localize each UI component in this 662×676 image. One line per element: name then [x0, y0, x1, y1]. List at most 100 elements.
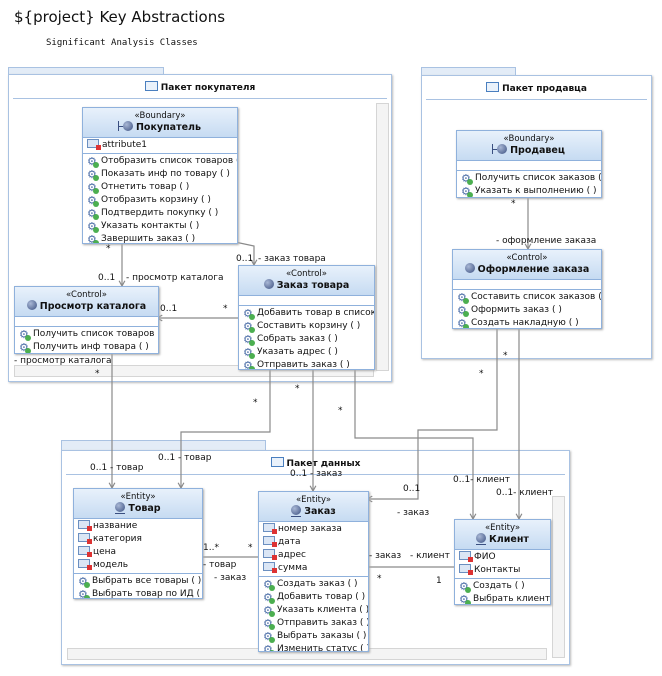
operation[interactable]: ⚙Подтвердить покупку ( ) [83, 207, 237, 220]
package-label: Пакет продавца [502, 84, 587, 94]
operation[interactable]: ⚙Отправить заказ ( ) [239, 359, 374, 370]
operation[interactable]: ⚙Оформить заказ ( ) [453, 304, 601, 317]
operation-label: Добавить товар ( ) [277, 592, 366, 602]
association-line[interactable] [180, 368, 271, 488]
connector-label: 0..1 - заказ [290, 469, 343, 479]
operation-gear-icon: ⚙ [243, 359, 255, 370]
operation-gear-icon: ⚙ [263, 591, 275, 604]
class-name-text: Заказ товара [276, 280, 350, 291]
operation-gear-icon: ⚙ [87, 155, 99, 168]
operation-label: Получить список заказов ( ) [475, 173, 602, 183]
operation-label: Завершить заказ ( ) [101, 234, 196, 244]
attribute[interactable]: дата [259, 536, 368, 549]
class-order-item-control[interactable]: «Control»Заказ товара⚙Добавить товар в с… [238, 265, 375, 370]
operation[interactable]: ⚙Создать накладную ( ) [453, 317, 601, 329]
attribute[interactable]: attribute1 [83, 139, 237, 152]
attribute-icon [78, 546, 92, 557]
attribute-label: сумма [278, 563, 308, 573]
connector-label: * [511, 199, 516, 209]
attributes-compartment: attribute1 [83, 138, 237, 154]
operation[interactable]: ⚙Получить список заказов ( ) [457, 172, 601, 185]
class-name-text: Клиент [489, 534, 529, 545]
operation-label: Создать накладную ( ) [471, 318, 579, 328]
operation-gear-icon: ⚙ [87, 220, 99, 233]
class-header: «Boundary»Покупатель [83, 108, 237, 138]
operation-label: Изменить статус ( ) [277, 644, 369, 652]
connector-label: - заказ [369, 551, 402, 561]
operation-label: Указать клиента ( ) [277, 605, 369, 615]
vertical-scrollbar[interactable] [552, 496, 565, 658]
attribute[interactable]: номер заказа [259, 523, 368, 536]
operation[interactable]: ⚙Отправить заказ ( ) [259, 617, 368, 630]
operation[interactable]: ⚙Изменить статус ( ) [259, 643, 369, 652]
connector-label: 0..1 - товар [90, 463, 144, 473]
operation[interactable]: ⚙Составить корзину ( ) [239, 320, 374, 333]
class-catalog-control[interactable]: «Control»Просмотр каталога⚙Получить спис… [14, 286, 159, 354]
operation-label: Отправить заказ ( ) [257, 360, 350, 370]
package-tab-data [61, 440, 266, 451]
attribute[interactable]: цена [74, 546, 202, 559]
operation[interactable]: ⚙Отобразить список товаров ( ) [83, 155, 237, 168]
class-checkout-control[interactable]: «Control»Оформление заказа ⚙Составить спи… [452, 249, 602, 329]
package-title: Пакет продавца [422, 82, 651, 94]
operation-gear-icon: ⚙ [263, 578, 275, 591]
attribute[interactable]: категория [74, 533, 202, 546]
operation[interactable]: ⚙Составить список заказов ( ) [453, 291, 601, 304]
operation-label: Отобразить список товаров ( ) [101, 156, 238, 166]
operation[interactable]: ⚙Отнетить товар ( ) [83, 181, 237, 194]
attribute[interactable]: Контакты [455, 564, 550, 577]
control-icon [263, 279, 274, 289]
class-name: Оформление заказа [453, 263, 601, 275]
operation-gear-icon: ⚙ [243, 346, 255, 359]
vertical-scrollbar[interactable] [376, 103, 389, 371]
operation[interactable]: ⚙Добавить товар ( ) [259, 591, 368, 604]
attribute[interactable]: модель [74, 559, 202, 572]
operation-label: Получить список товаров ( ) [33, 329, 159, 339]
class-header: «Control»Заказ товара [239, 266, 374, 296]
attribute[interactable]: ФИО [455, 551, 550, 564]
operation[interactable]: ⚙Получить список товаров ( ) [15, 328, 158, 341]
class-header: «Control»Оформление заказа [453, 250, 601, 280]
class-name-text: Оформление заказа [477, 264, 590, 275]
association-line[interactable] [234, 241, 255, 265]
connector-label: 0..1- клиент [496, 488, 553, 498]
class-seller-boundary[interactable]: «Boundary»Продавец⚙Получить список заказ… [456, 130, 602, 198]
operation-label: Создать ( ) [473, 581, 525, 591]
operation[interactable]: ⚙Создать заказ ( ) [259, 578, 368, 591]
connector-label: 0..1 [403, 484, 421, 494]
attribute[interactable]: сумма [259, 562, 368, 575]
operation-gear-icon: ⚙ [243, 333, 255, 346]
operation[interactable]: ⚙Отобразить корзину ( ) [83, 194, 237, 207]
operation-gear-icon: ⚙ [461, 185, 473, 198]
operation-label: Подтвердить покупку ( ) [101, 208, 219, 218]
operation[interactable]: ⚙Указать адрес ( ) [239, 346, 374, 359]
operation[interactable]: ⚙Указать контакты ( ) [83, 220, 237, 233]
attribute[interactable]: название [74, 520, 202, 533]
operation[interactable]: ⚙Выбрать все товары ( ) [74, 575, 202, 588]
connector-label: - товар [203, 560, 237, 570]
association-line[interactable] [367, 327, 498, 500]
operation[interactable]: ⚙Выбрать заказы ( ) [259, 630, 368, 643]
operation-gear-icon: ⚙ [457, 317, 469, 329]
operation-gear-icon: ⚙ [78, 575, 90, 588]
operation[interactable]: ⚙Указать к выполнению ( ) [457, 185, 601, 198]
operation[interactable]: ⚙Собрать заказ ( ) [239, 333, 374, 346]
operation-label: Добавить товар в список ( ) [257, 308, 375, 318]
operation[interactable]: ⚙Добавить товар в список ( ) [239, 307, 374, 320]
operation[interactable]: ⚙Показать инф по товару ( ) [83, 168, 237, 181]
association-line[interactable] [354, 368, 474, 519]
operation-gear-icon: ⚙ [263, 604, 275, 617]
operation[interactable]: ⚙Указать клиента ( ) [259, 604, 368, 617]
operation[interactable]: ⚙Завершить заказ ( ) [83, 233, 237, 244]
operation[interactable]: ⚙Выбрать товар по ИД ( ) [74, 588, 202, 598]
operation[interactable]: ⚙Создать ( ) [455, 580, 550, 593]
operation[interactable]: ⚙Получить инф товара ( ) [15, 341, 158, 353]
attribute[interactable]: адрес [259, 549, 368, 562]
package-label: Пакет данных [286, 459, 361, 469]
operation[interactable]: ⚙Выбрать клиента ( ) [455, 593, 550, 604]
operation-label: Выбрать заказы ( ) [277, 631, 367, 641]
